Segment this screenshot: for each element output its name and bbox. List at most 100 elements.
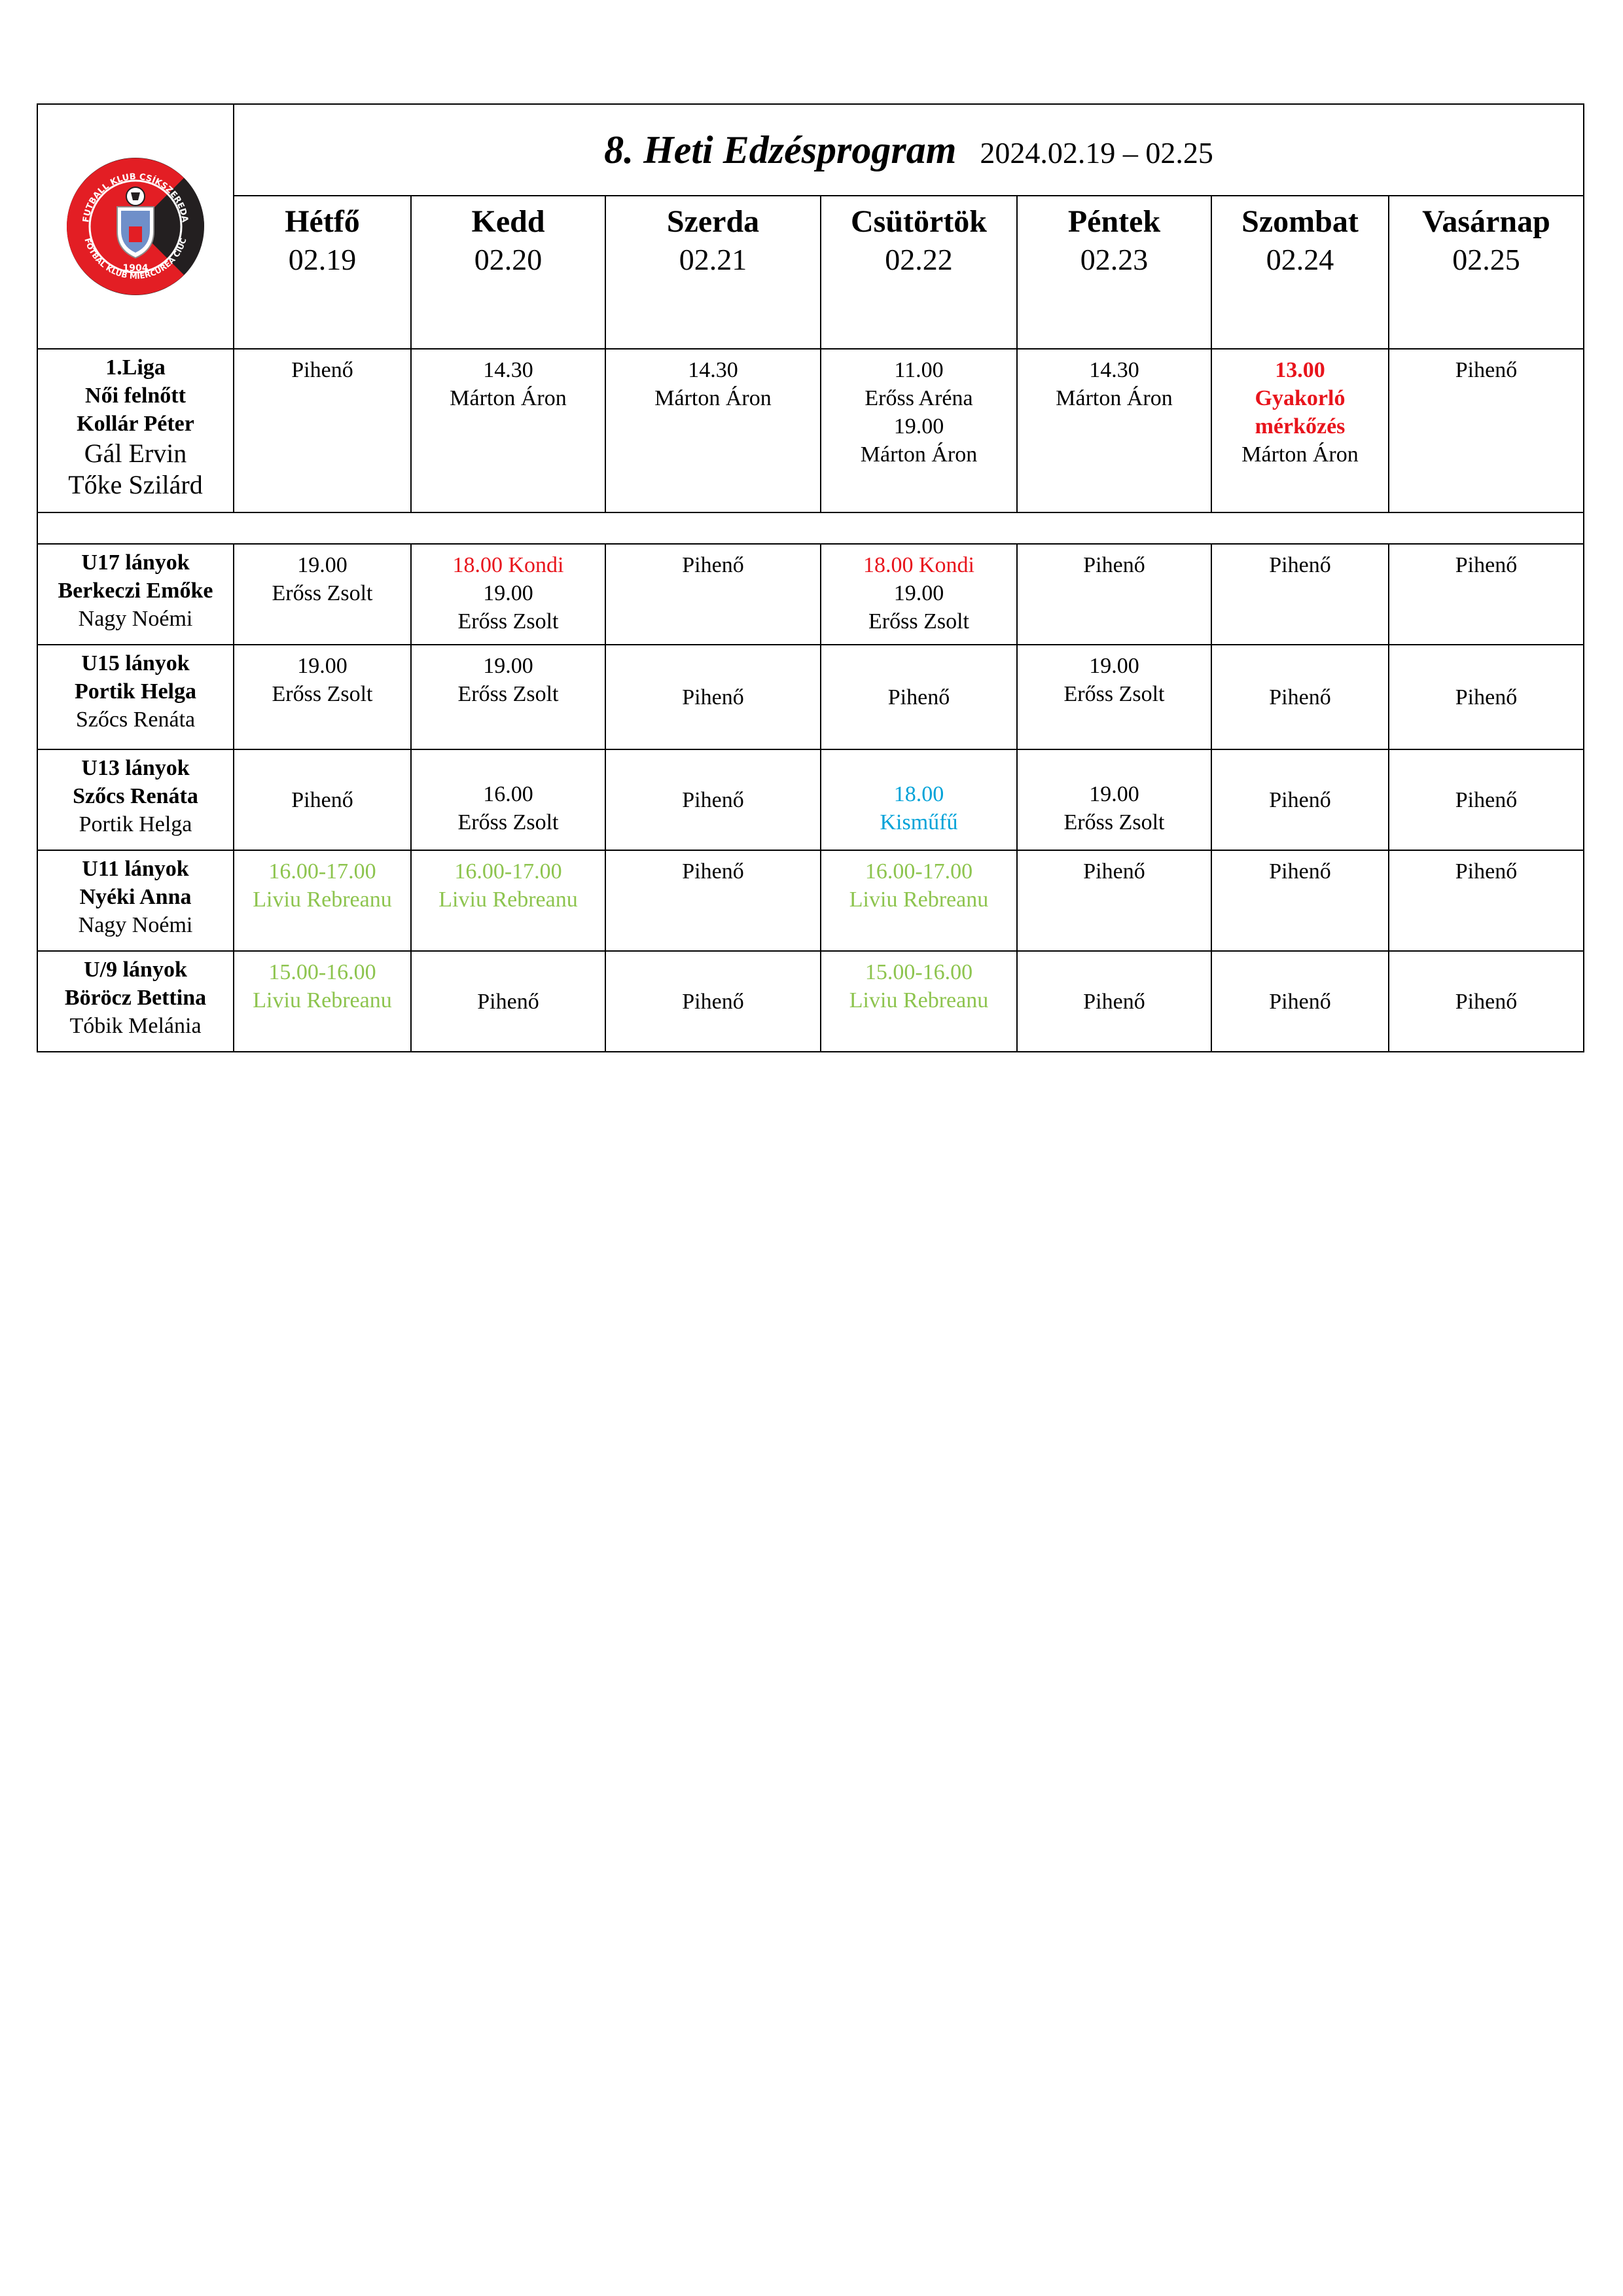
schedule-line: 19.00 [1089, 654, 1139, 678]
schedule-line: 19.00 [893, 414, 944, 439]
schedule-line: 15.00-16.00 [865, 960, 973, 984]
team-label-line: Kollár Péter [77, 412, 194, 436]
schedule-line: 11.00 [894, 358, 944, 382]
team-label-line: Portik Helga [79, 812, 192, 836]
day-date: 02.23 [1080, 243, 1149, 276]
schedule-cell: Pihenő [410, 950, 606, 1052]
schedule-line: Pihenő [1455, 553, 1518, 577]
schedule-line: 19.00 [297, 654, 348, 678]
day-name: Szombat [1241, 204, 1359, 239]
team-label-line: Tőke Szilárd [68, 470, 203, 499]
day-date: 02.21 [679, 243, 747, 276]
schedule-cell: Pihenő [233, 348, 412, 513]
schedule-line: Liviu Rebreanu [253, 888, 392, 912]
schedule-cell: Pihenő [1016, 950, 1212, 1052]
team-label-line: Szőcs Renáta [73, 784, 198, 808]
schedule-line: 14.30 [688, 358, 738, 382]
schedule-table: FUTBALL KLUB CSÍKSZEREDA FOTBAL KLUB MIE… [37, 103, 1584, 1052]
schedule-line: 16.00-17.00 [268, 859, 376, 884]
team-label-line: 1.Liga [105, 355, 166, 380]
day-name: Hétfő [285, 204, 360, 239]
spacer-row [37, 512, 1584, 545]
team-label-line: U/9 lányok [84, 958, 187, 982]
club-logo: FUTBALL KLUB CSÍKSZEREDA FOTBAL KLUB MIE… [67, 158, 204, 295]
schedule-line: Pihenő [1269, 553, 1331, 577]
schedule-line: Erőss Zsolt [272, 581, 373, 605]
schedule-line: Pihenő [682, 685, 744, 709]
schedule-cell: Pihenő [1211, 950, 1389, 1052]
schedule-cell: Pihenő [605, 644, 821, 750]
schedule-line: Pihenő [1269, 859, 1331, 884]
schedule-line: Gyakorló [1255, 386, 1346, 410]
schedule-line: Liviu Rebreanu [849, 888, 989, 912]
team-label-line: Berkeczi Emőke [58, 579, 213, 603]
date-range: 2024.02.19 – 02.25 [980, 135, 1213, 170]
day-date: 02.22 [885, 243, 953, 276]
schedule-cell: Pihenő [1388, 749, 1584, 851]
schedule-line: 15.00-16.00 [268, 960, 376, 984]
schedule-line: Pihenő [477, 989, 539, 1014]
schedule-cell: Pihenő [820, 644, 1018, 750]
schedule-line: Pihenő [291, 787, 353, 812]
schedule-line: Pihenő [1455, 685, 1518, 709]
schedule-cell: Pihenő [1211, 850, 1389, 952]
team-label-line: Böröcz Bettina [64, 986, 207, 1010]
schedule-line: 16.00-17.00 [865, 859, 973, 884]
schedule-cell: Pihenő [1016, 850, 1212, 952]
schedule-line: Pihenő [1083, 989, 1145, 1014]
schedule-line: Márton Áron [860, 442, 978, 467]
day-date: 02.20 [474, 243, 543, 276]
schedule-line: Erőss Zsolt [1063, 682, 1165, 706]
team-label-line: Női felnőtt [85, 384, 186, 408]
schedule-line: Erőss Zsolt [1063, 810, 1165, 834]
schedule-line: Márton Áron [450, 386, 567, 410]
team-label-line: Nagy Noémi [78, 913, 193, 937]
schedule-line: Márton Áron [1241, 442, 1359, 467]
schedule-line: 19.00 [297, 553, 348, 577]
schedule-line: Pihenő [682, 989, 744, 1014]
schedule-line: Kisműfű [880, 810, 958, 834]
schedule-line: Pihenő [1083, 553, 1145, 577]
schedule-line: mérkőzés [1255, 414, 1346, 439]
schedule-line: Erőss Zsolt [457, 682, 559, 706]
team-label-line: U17 lányok [81, 550, 190, 575]
schedule-line: 13.00 [1275, 358, 1325, 382]
team-label-line: U15 lányok [81, 651, 190, 675]
day-name: Péntek [1067, 204, 1161, 239]
schedule-line: Pihenő [1269, 787, 1331, 812]
schedule-line: Pihenő [682, 553, 744, 577]
team-label-line: Tóbik Melánia [69, 1014, 202, 1038]
schedule-cell: Pihenő [1016, 543, 1212, 645]
schedule-line: Pihenő [1455, 989, 1518, 1014]
schedule-cell: Pihenő [1211, 644, 1389, 750]
day-name: Csütörtök [850, 204, 987, 239]
schedule-line: 14.30 [1089, 358, 1139, 382]
schedule-cell: Pihenő [1388, 543, 1584, 645]
svg-text:1904: 1904 [123, 263, 149, 274]
schedule-cell: Pihenő [605, 850, 821, 952]
club-logo-cell: FUTBALL KLUB CSÍKSZEREDA FOTBAL KLUB MIE… [37, 103, 234, 350]
schedule-line: Erőss Zsolt [457, 810, 559, 834]
